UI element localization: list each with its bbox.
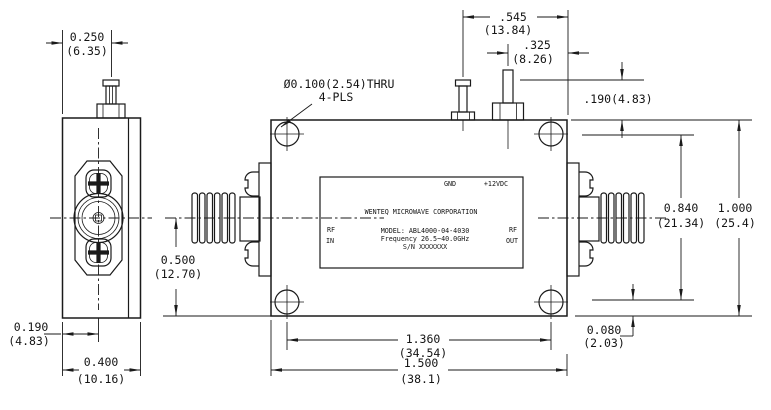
left-connector-neck	[239, 196, 261, 242]
dc-pin-large	[491, 69, 525, 149]
dim-edge-mm: (2.03)	[583, 336, 625, 350]
front-view	[50, 79, 152, 319]
label-model: MODEL: ABL4000-04-4030	[381, 227, 470, 235]
hole-callout-leader	[280, 103, 313, 128]
dim-pin-height: .190(4.83)	[583, 92, 652, 106]
dim-hole-span-mm: (34.54)	[399, 346, 447, 360]
right-connector-screw-top	[579, 171, 594, 197]
dc-pin-small	[450, 79, 476, 131]
label-rf-in-1: RF	[327, 226, 335, 234]
dim-dc-pin2-mm: (8.26)	[512, 52, 554, 66]
dim-pin-offset-mm: (6.35)	[66, 44, 108, 58]
label-frequency: Frequency 26.5~40.0GHz	[381, 235, 470, 243]
sma-connector-right	[566, 162, 645, 277]
hole-callout: Ø0.100(2.54)THRU 4-PLS	[280, 77, 395, 128]
dim-pin-offset-in: 0.250	[70, 30, 105, 44]
dim-height-mm: (25.4)	[714, 216, 756, 230]
top-view-dimensions: Ø0.100(2.54)THRU 4-PLS .545 (13.84) .325…	[154, 10, 756, 386]
dim-hole-span-in: 1.360	[406, 332, 441, 346]
right-connector-flange	[566, 162, 580, 277]
front-dc-feedthrough-pin	[96, 79, 126, 119]
dim-edge-in: 0.080	[587, 323, 622, 337]
mounting-hole-bottom-left	[270, 285, 304, 319]
label-power: +12VDC	[484, 180, 508, 188]
dim-dc-pin1-in: .545	[499, 10, 527, 24]
dim-dc-pin1-mm: (13.84)	[484, 23, 532, 37]
top-view: GND +12VDC WENTEQ MICROWAVE CORPORATION …	[165, 69, 668, 319]
mounting-hole-top-right	[534, 117, 568, 151]
dim-dc-pin2-in: .325	[523, 38, 551, 52]
dim-length-mm: (38.1)	[400, 372, 442, 386]
left-connector-screw-top	[244, 171, 259, 197]
dim-width-mm: (10.16)	[77, 372, 125, 386]
label-rf-out-2: OUT	[506, 237, 518, 245]
dim-inner-height-mm: (21.34)	[657, 216, 705, 230]
dim-center-in: 0.500	[161, 253, 196, 267]
label-border	[319, 176, 524, 269]
dim-conn-offset-in: 0.190	[14, 320, 49, 334]
note-places: 4-PLS	[319, 90, 354, 104]
label-rf-out-1: RF	[509, 226, 517, 234]
dim-inner-height-in: 0.840	[664, 201, 699, 215]
sma-connector-left	[191, 162, 272, 277]
dim-conn-offset-mm: (4.83)	[8, 334, 50, 348]
left-connector-screw-bottom	[244, 241, 259, 267]
front-view-dimensions: 0.250 (6.35) 0.190 (4.83) 0.400 (10.16)	[8, 30, 141, 386]
dim-length-in: 1.500	[404, 356, 439, 370]
product-label: GND +12VDC WENTEQ MICROWAVE CORPORATION …	[319, 176, 524, 269]
connector-flange-octagon	[74, 160, 123, 276]
dim-height-in: 1.000	[718, 201, 753, 215]
note-diameter: Ø0.100(2.54)THRU	[284, 77, 395, 91]
left-connector-flange	[258, 162, 272, 277]
dim-center-mm: (12.70)	[154, 267, 202, 281]
label-serial: S/N XXXXXXX	[403, 243, 447, 251]
dim-width-in: 0.400	[84, 355, 119, 369]
label-gnd: GND	[444, 180, 456, 188]
right-connector-screw-bottom	[579, 241, 594, 267]
label-rf-in-2: IN	[326, 237, 334, 245]
label-company: WENTEQ MICROWAVE CORPORATION	[365, 208, 478, 216]
mounting-hole-bottom-right	[534, 285, 568, 319]
right-connector-neck	[578, 196, 600, 242]
